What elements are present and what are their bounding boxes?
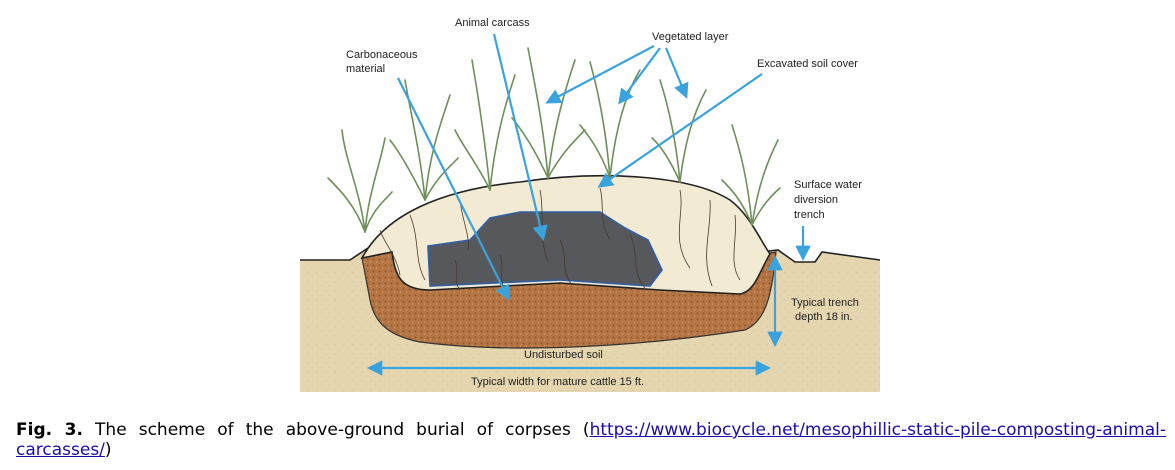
- label-surface-water-3: trench: [794, 209, 825, 221]
- animal-carcass-shape: [427, 211, 663, 287]
- arrow-soil-cover: [597, 73, 763, 188]
- arrow-carcass: [492, 33, 548, 241]
- label-carbonaceous-2: material: [346, 63, 385, 75]
- label-surface-water-1: Surface water: [794, 179, 862, 191]
- burial-diagram: Animal carcass Carbonaceous material Veg…: [300, 17, 881, 392]
- label-vegetated-layer: Vegetated layer: [652, 31, 729, 43]
- label-surface-water-2: diversion: [794, 194, 838, 206]
- caption-text: The scheme of the above-ground burial of…: [95, 420, 590, 440]
- label-trench-depth-1: Typical trench: [791, 297, 859, 309]
- label-undisturbed-soil: Undisturbed soil: [524, 349, 603, 361]
- arrow-vegetated-1: [545, 45, 655, 104]
- label-animal-carcass: Animal carcass: [455, 17, 530, 29]
- label-typical-width: Typical width for mature cattle 15 ft.: [471, 376, 644, 388]
- label-excavated-soil-cover: Excavated soil cover: [757, 58, 858, 70]
- label-carbonaceous-1: Carbonaceous: [346, 49, 418, 61]
- figure-caption: Fig. 3. The scheme of the above-ground b…: [16, 420, 1166, 460]
- arrow-carbonaceous: [397, 77, 510, 301]
- arrow-vegetated-3: [664, 47, 689, 99]
- ground-surface-line: [300, 247, 881, 263]
- label-trench-depth-2: depth 18 in.: [795, 311, 853, 323]
- leader-arrow: [366, 33, 811, 376]
- figure-number: Fig. 3.: [16, 420, 83, 440]
- caption-close: ): [104, 440, 112, 460]
- arrow-vegetated-2: [618, 47, 661, 105]
- source-link[interactable]: https://www.biocycle.net/mesophillic-sta…: [16, 420, 1166, 460]
